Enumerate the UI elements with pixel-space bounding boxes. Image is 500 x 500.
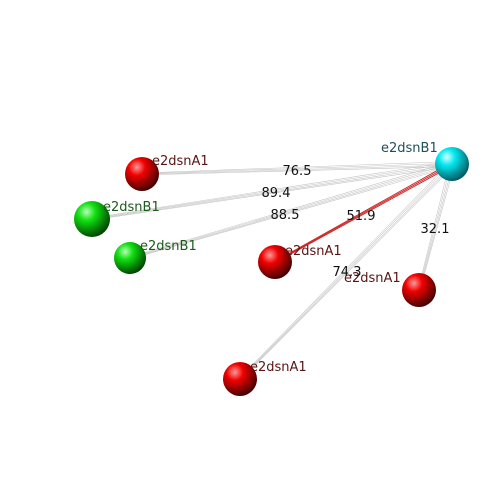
atom-red-1[interactable] [125,157,159,191]
bond-4 [274,162,453,263]
atom-label-4: e2dsnA1 [285,244,342,259]
distance-label-2: 89.4 [262,186,291,201]
atom-green-2[interactable] [74,201,110,237]
atom-layer [74,147,469,396]
bond-layer [91,161,455,380]
atom-green-3[interactable] [114,242,146,274]
atom-label-5: e2dsnA1 [344,271,401,286]
atom-red-6[interactable] [223,362,257,396]
atom-label-2: e2dsnB1 [103,200,160,215]
distance-label-3: 88.5 [271,208,300,223]
distance-label-4: 51.9 [347,209,376,224]
center-atom-label: e2dsnB1 [381,141,438,156]
atom-label-6: e2dsnA1 [250,360,307,375]
bond-3 [129,161,453,260]
distance-label-5: 32.1 [421,222,450,237]
bond-2 [91,161,453,221]
distance-label-1: 76.5 [283,164,312,179]
atom-label-1: e2dsnA1 [152,154,209,169]
atom-center[interactable] [435,147,469,181]
bond-6 [239,162,454,380]
atom-red-5[interactable] [402,273,436,307]
bond-5 [417,163,455,291]
atom-label-3: e2dsnB1 [140,239,197,254]
bond-1 [141,161,453,176]
distance-label-6: 74.3 [333,265,362,280]
atom-red-4[interactable] [258,245,292,279]
